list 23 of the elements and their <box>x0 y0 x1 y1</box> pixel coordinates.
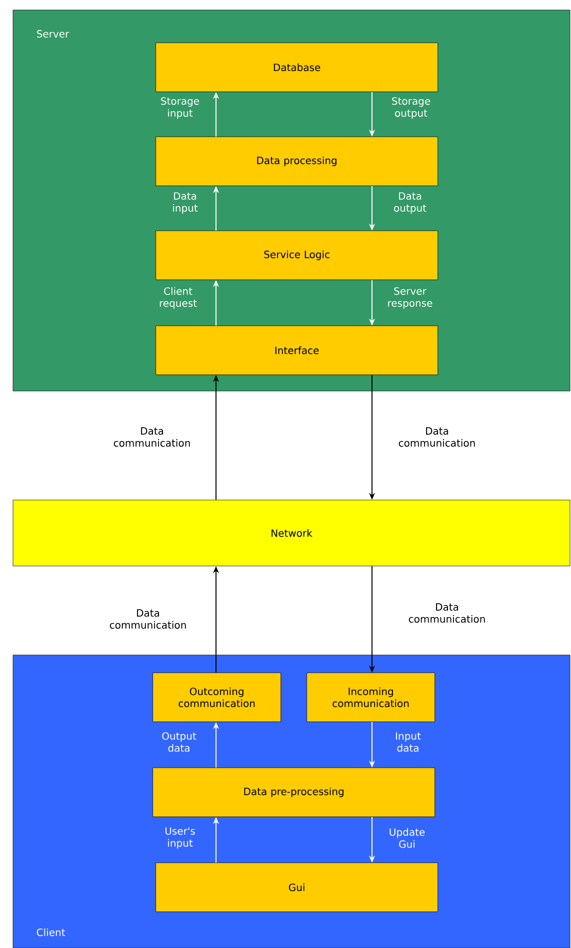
process-box: Incoming communication <box>306 672 435 722</box>
edge-label: Storage input <box>161 97 200 119</box>
edge-label: Server response <box>388 287 432 309</box>
edge-label: User's input <box>166 827 195 849</box>
edge-label: Data input <box>173 192 198 214</box>
process-box: Data processing <box>156 136 438 186</box>
edge-label: Update Gui <box>390 828 425 848</box>
edge-label: Output data <box>162 732 196 752</box>
process-box: Interface <box>156 326 438 375</box>
edge-label: Data communication <box>114 427 190 447</box>
edge-label: Storage output <box>392 97 430 119</box>
process-box: Gui <box>156 862 438 912</box>
edge-label: Data output <box>394 192 426 214</box>
process-box: Database <box>156 42 438 92</box>
process-box: Outcoming communication <box>152 672 281 722</box>
edge-label: Data communication <box>398 427 475 447</box>
process-box: Data pre-processing <box>152 768 435 817</box>
network-band: Network <box>12 500 570 566</box>
edge-label: Input data <box>396 732 421 752</box>
edge-label: Client request <box>160 287 197 309</box>
edge-label: Data communication <box>408 603 485 623</box>
edge-label: Data communication <box>110 609 186 629</box>
process-box: Service Logic <box>156 230 438 280</box>
